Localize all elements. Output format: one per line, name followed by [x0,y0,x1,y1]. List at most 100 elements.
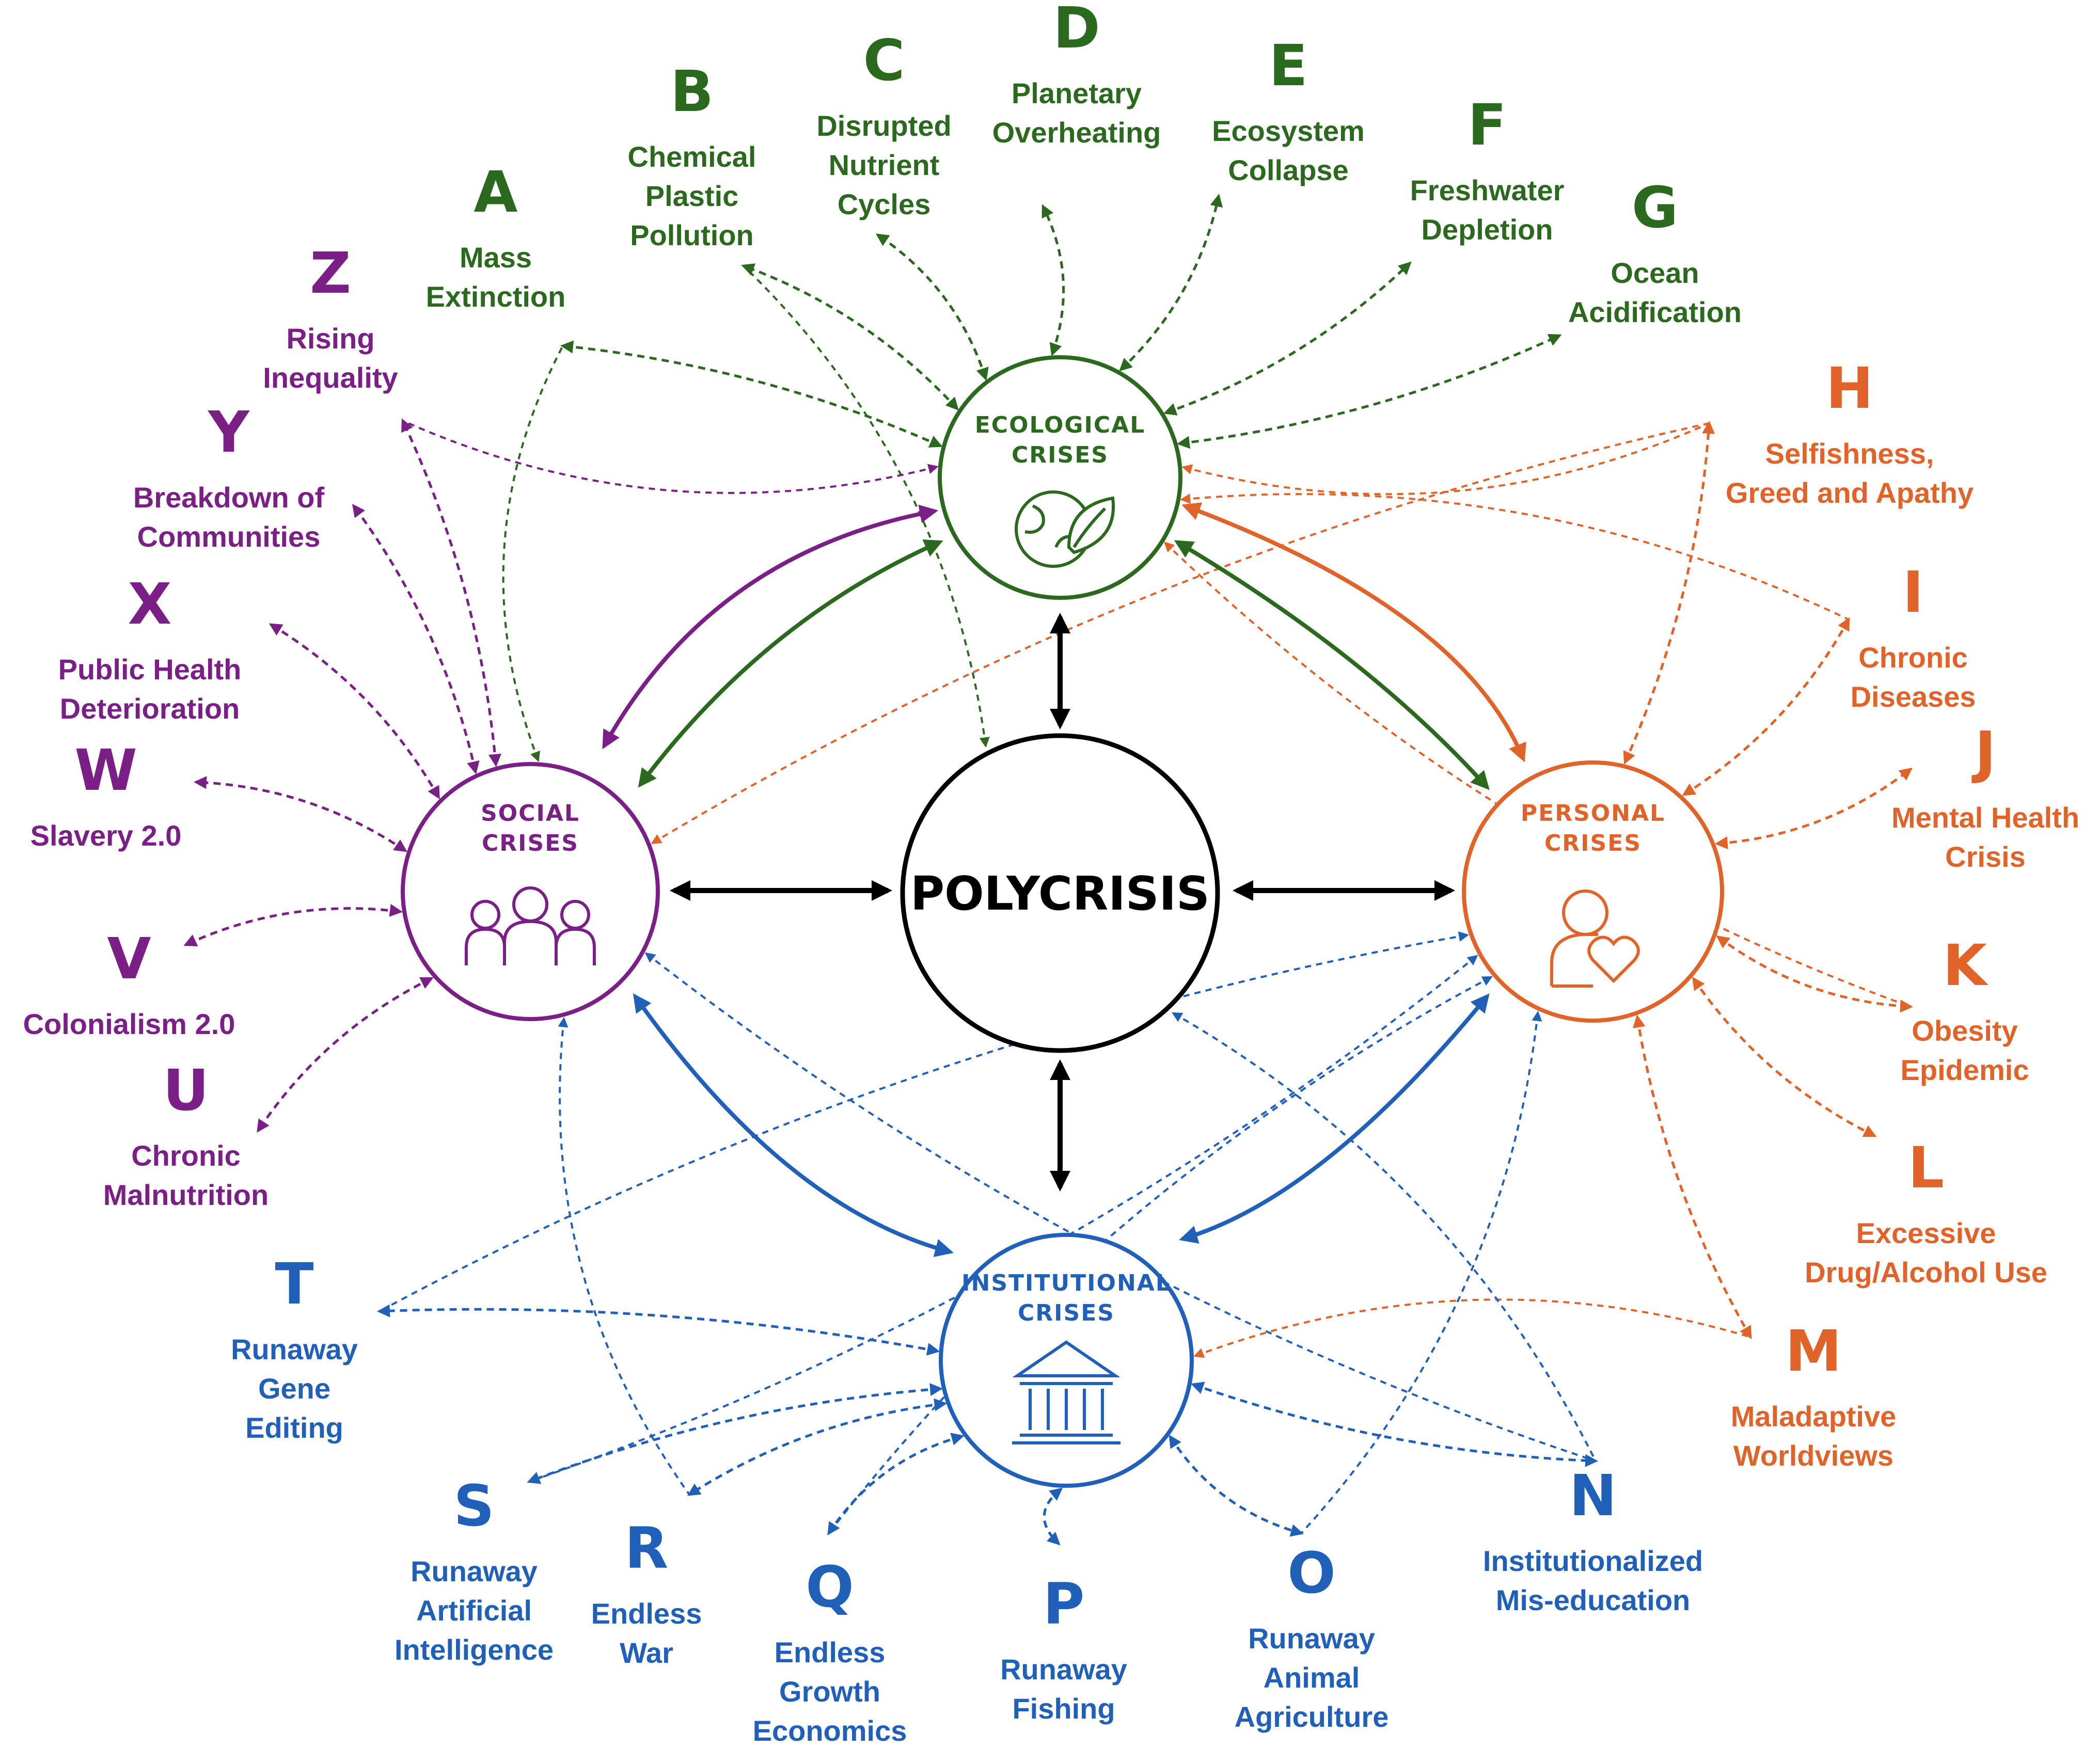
crisis-name-line: Intelligence [394,1633,554,1666]
crisis-name-line: Animal [1264,1661,1360,1694]
cross-connector-s [529,955,1478,1483]
personal-to-ecological-arrow [1174,540,1490,790]
crisis-name-line: Deterioration [60,692,240,725]
crisis-name-line: Worldviews [1733,1439,1893,1472]
social-to-ecological-arrow [602,504,939,750]
people-group-icon [465,886,596,965]
crisis-name-line: Pollution [630,219,754,251]
connector-g [1176,334,1562,449]
social-to-institutional-arrow [633,993,954,1257]
crisis-name-line: Freshwater [1410,174,1565,206]
crisis-name-line: Gene [258,1372,330,1405]
connector-h [1623,421,1715,765]
crisis-name-line: Growth [779,1675,880,1708]
crisis-labels: AMassExtinctionBChemicalPlasticPollution… [23,0,2079,1747]
crisis-letter: N [1569,1463,1617,1529]
institutional-crises-hub: INSTITUTIONAL CRISES [939,1233,1194,1488]
institutional-hub-line1: INSTITUTIONAL [961,1270,1171,1296]
crisis-name-line: Mental Health [1891,801,2079,834]
crisis-name-line: Planetary [1012,77,1142,109]
crisis-letter: H [1826,355,1873,421]
connector-x [269,623,440,800]
cross-connector-z [402,420,939,494]
crisis-letter: A [474,159,517,225]
polycrisis-title: POLYCRISIS [910,867,1210,921]
connector-m [1632,1014,1752,1340]
government-building-icon [1012,1340,1120,1444]
crisis-letter: J [1971,719,1996,785]
crisis-letter: P [1043,1571,1085,1637]
cross-connector-m [1193,1298,1751,1358]
crisis-name-line: Editing [245,1411,343,1444]
crisis-name-line: Public Health [58,653,242,686]
crisis-letter: U [163,1057,209,1123]
crisis-name-line: Malnutrition [103,1179,269,1211]
crisis-name-line: Maladaptive [1731,1400,1897,1433]
crisis-letter: O [1287,1540,1336,1606]
crisis-name-line: Mass [460,241,532,274]
crisis-letter: Q [806,1554,854,1620]
personal-hub-line2: CRISES [1544,830,1642,856]
crisis-letter: M [1785,1318,1841,1384]
crisis-name-line: Runaway [411,1555,538,1587]
crisis-letter: G [1632,174,1678,241]
connector-f [1163,261,1412,416]
crisis-name-line: Chemical [628,140,756,173]
connector-u [257,977,434,1133]
crisis-name-line: Rising [286,322,374,355]
crisis-name-line: Ocean [1611,257,1699,289]
crisis-name-line: Slavery 2.0 [30,819,182,852]
person-heart-icon [1550,889,1640,988]
crisis-name-line: Plastic [645,180,739,212]
crisis-letter: D [1053,0,1100,61]
crisis-name-line: Collapse [1228,154,1348,186]
personal-crises-hub: PERSONAL CRISES [1462,760,1724,1023]
connector-d [1041,204,1065,357]
connector-i [1682,617,1850,796]
ecological-to-social-arrow [638,539,943,788]
crisis-name-line: Greed and Apathy [1726,476,1974,509]
cross-connector-n [1172,1012,1597,1461]
crisis-name-line: Acidification [1568,296,1742,328]
connector-b [741,263,959,411]
connector-v [183,904,403,946]
institutional-hub-line2: CRISES [1018,1300,1115,1326]
connector-o [1169,1435,1304,1537]
connector-l [1692,976,1877,1137]
crisis-name-line: Runaway [1000,1653,1127,1686]
crisis-name-line: Obesity [1912,1014,2017,1047]
crisis-name-line: Communities [137,520,321,553]
connector-e [1119,194,1223,372]
connector-w [194,776,407,852]
crisis-name-line: Diseases [1851,680,1976,713]
crisis-letter: F [1467,92,1506,158]
crisis-name-line: Chronic [131,1139,241,1172]
crisis-name-line: Economics [753,1714,907,1747]
earth-leaf-icon [1015,490,1115,568]
crisis-name-line: Excessive [1856,1217,1996,1249]
crisis-letter: L [1908,1135,1944,1201]
crisis-name-line: Inequality [263,361,398,394]
crisis-name-line: Cycles [838,188,931,220]
cross-connector-q [828,976,1493,1534]
connector-y [352,503,480,775]
crisis-letter: Y [207,399,250,465]
crisis-name-line: Colonialism 2.0 [23,1008,235,1040]
connector-c [875,233,989,381]
